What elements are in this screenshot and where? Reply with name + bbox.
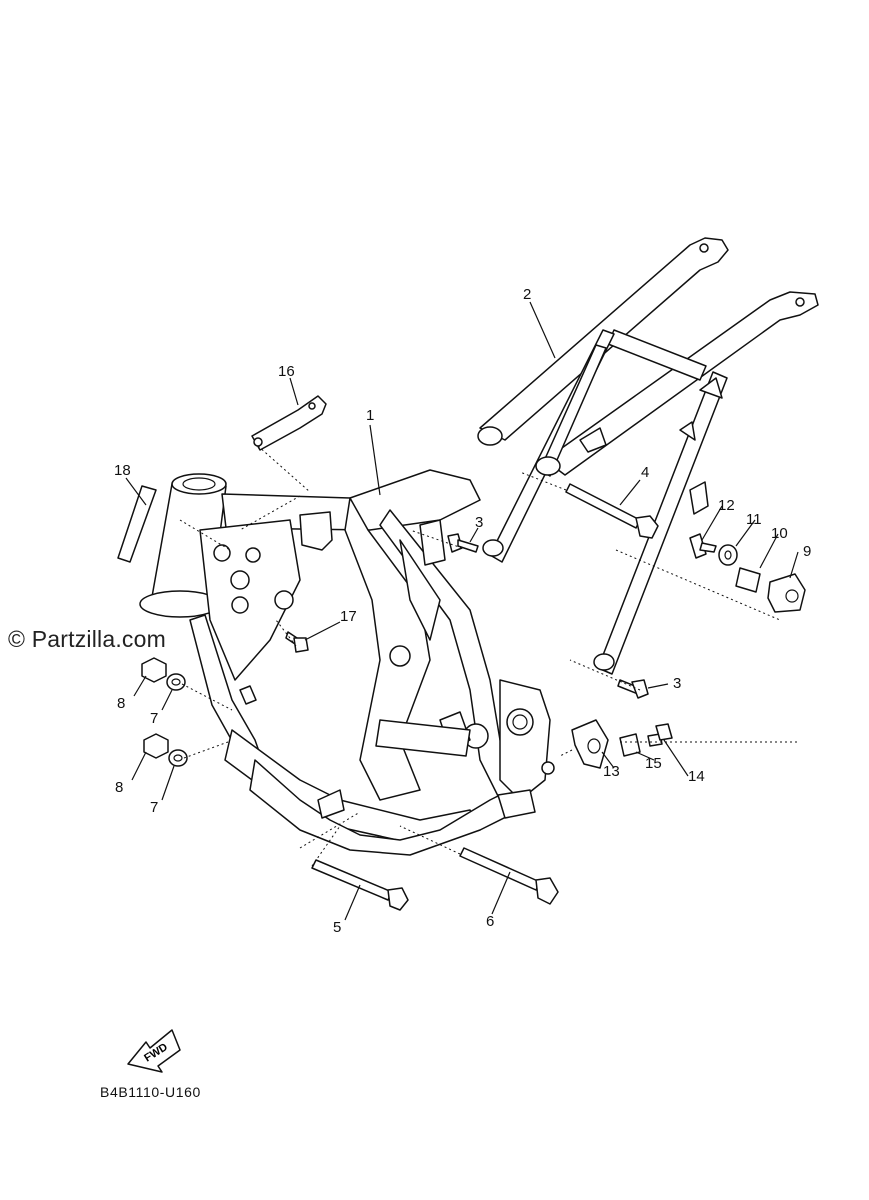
part-label-7[interactable]: 7 bbox=[150, 710, 159, 727]
part-label-11[interactable]: 11 bbox=[746, 511, 762, 528]
nut-part-8-upper[interactable] bbox=[141, 657, 167, 683]
part-label-7[interactable]: 7 bbox=[150, 799, 159, 816]
collar-part-7-upper[interactable] bbox=[166, 673, 186, 691]
part-label-8[interactable]: 8 bbox=[117, 695, 126, 712]
engine-mount-stack[interactable] bbox=[689, 533, 806, 613]
part-label-18[interactable]: 18 bbox=[114, 462, 131, 479]
diagram-code: B4B1110-U160 bbox=[100, 1084, 201, 1100]
part-label-9[interactable]: 9 bbox=[803, 543, 812, 560]
rear-subframe[interactable] bbox=[477, 237, 819, 675]
part-label-14[interactable]: 14 bbox=[688, 768, 705, 785]
bolt-part-3-upper[interactable] bbox=[447, 533, 479, 553]
part-label-13[interactable]: 13 bbox=[603, 763, 620, 780]
bolt-part-3-lower[interactable] bbox=[617, 679, 649, 699]
watermark: © Partzilla.com bbox=[8, 626, 166, 652]
part-label-5[interactable]: 5 bbox=[333, 919, 342, 936]
part-label-6[interactable]: 6 bbox=[486, 913, 495, 930]
leader-lines bbox=[125, 301, 799, 921]
part-label-10[interactable]: 10 bbox=[771, 525, 788, 542]
part-label-16[interactable]: 16 bbox=[278, 363, 295, 380]
collar-part-7-lower[interactable] bbox=[168, 749, 188, 767]
bolt-part-4[interactable] bbox=[565, 483, 659, 539]
part-label-2[interactable]: 2 bbox=[523, 286, 532, 303]
main-frame[interactable] bbox=[139, 469, 555, 856]
forward-arrow-icon: FWD bbox=[127, 1029, 181, 1073]
bolt-part-14[interactable] bbox=[647, 723, 673, 747]
decal-part-18[interactable] bbox=[117, 485, 157, 563]
part-label-12[interactable]: 12 bbox=[718, 497, 735, 514]
nut-part-8-lower[interactable] bbox=[143, 733, 169, 759]
part-label-1[interactable]: 1 bbox=[366, 407, 375, 424]
part-label-8[interactable]: 8 bbox=[115, 779, 124, 796]
bolt-part-17[interactable] bbox=[285, 631, 309, 653]
part-label-3[interactable]: 3 bbox=[673, 675, 682, 692]
part-label-15[interactable]: 15 bbox=[645, 755, 662, 772]
alignment-lines bbox=[179, 445, 800, 867]
collar-part-15[interactable] bbox=[619, 733, 641, 757]
bolt-part-5[interactable] bbox=[311, 859, 409, 911]
part-label-4[interactable]: 4 bbox=[641, 464, 650, 481]
bracket-part-16[interactable] bbox=[251, 395, 327, 451]
bolt-part-6[interactable] bbox=[459, 847, 559, 905]
part-label-3[interactable]: 3 bbox=[475, 514, 484, 531]
part-label-17[interactable]: 17 bbox=[340, 608, 357, 625]
guard-part-13[interactable] bbox=[571, 719, 609, 769]
